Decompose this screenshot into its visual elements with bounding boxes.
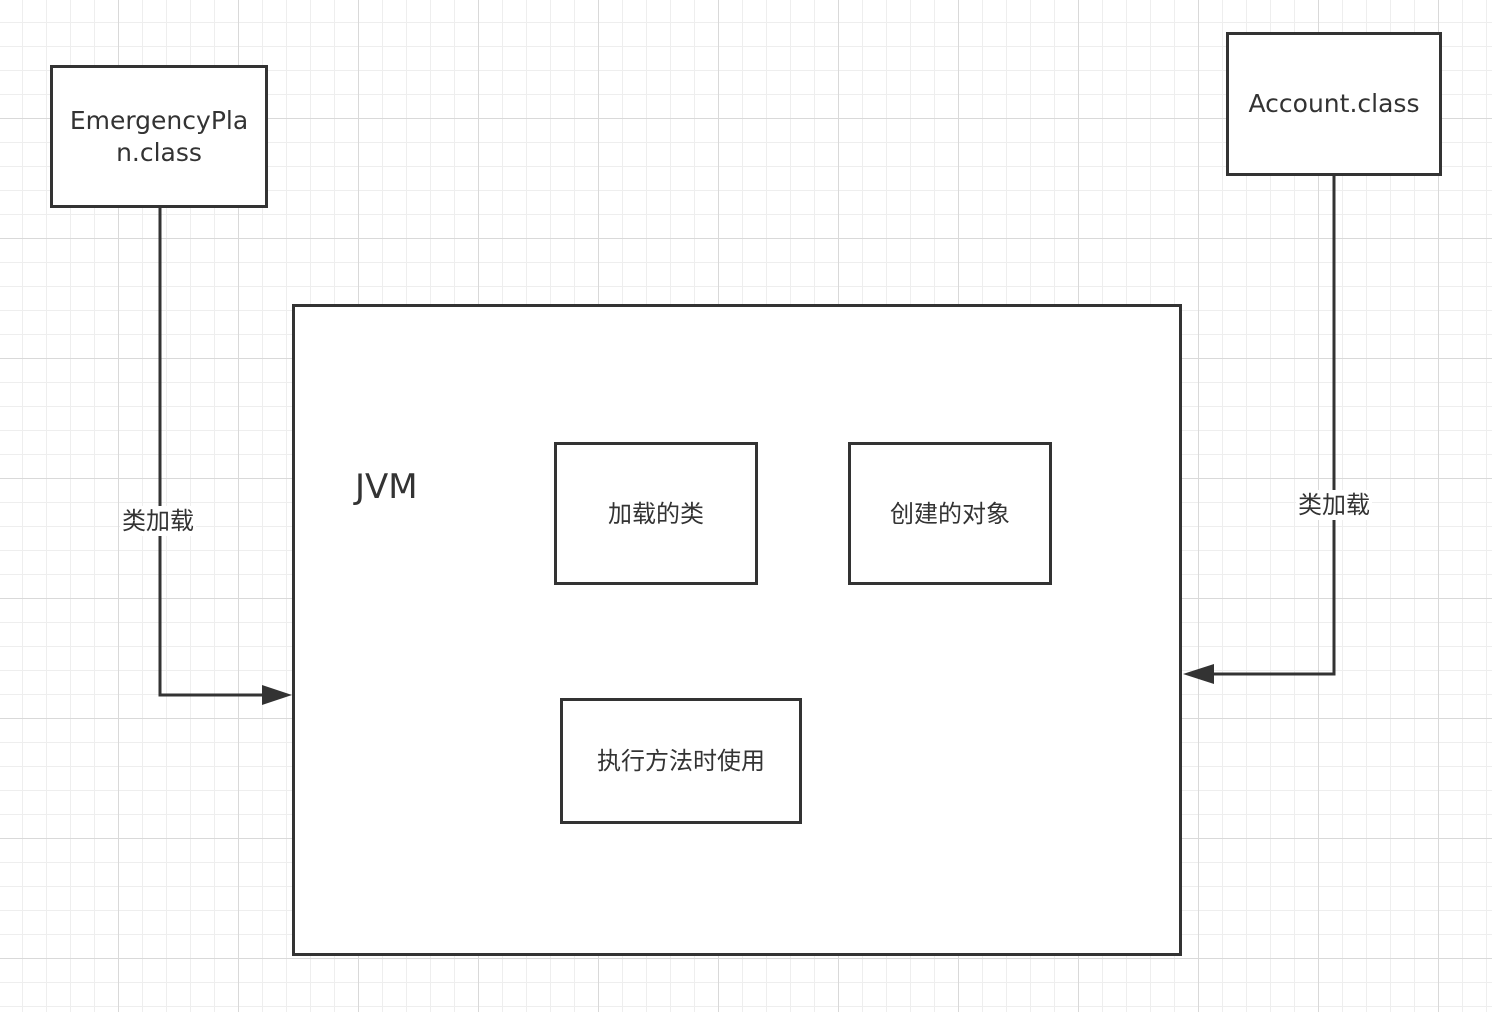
arrowhead-left-icon <box>262 685 292 705</box>
account-class-label: Account.class <box>1248 89 1420 118</box>
loaded-classes-label: 加载的类 <box>608 499 704 528</box>
edge-emergency-to-jvm <box>158 208 292 705</box>
emergency-plan-class-node[interactable]: EmergencyPlan.class <box>50 65 268 208</box>
method-execution-label: 执行方法时使用 <box>597 747 765 775</box>
edge-account-to-jvm <box>1183 176 1336 684</box>
emergency-plan-class-label: EmergencyPlan.class <box>69 105 249 167</box>
loaded-classes-node[interactable]: 加载的类 <box>554 442 758 585</box>
jvm-label: JVM <box>355 467 418 507</box>
edge-label-left: 类加载 <box>120 506 196 536</box>
arrowhead-right-icon <box>1183 664 1214 684</box>
edge-line-left <box>158 208 262 697</box>
edge-label-right: 类加载 <box>1296 490 1372 520</box>
created-objects-node[interactable]: 创建的对象 <box>848 442 1052 585</box>
method-execution-node[interactable]: 执行方法时使用 <box>560 698 802 824</box>
edge-line-right <box>1214 176 1336 676</box>
jvm-container-node[interactable]: JVM <box>292 304 1182 956</box>
created-objects-label: 创建的对象 <box>890 499 1010 528</box>
account-class-node[interactable]: Account.class <box>1226 32 1442 176</box>
